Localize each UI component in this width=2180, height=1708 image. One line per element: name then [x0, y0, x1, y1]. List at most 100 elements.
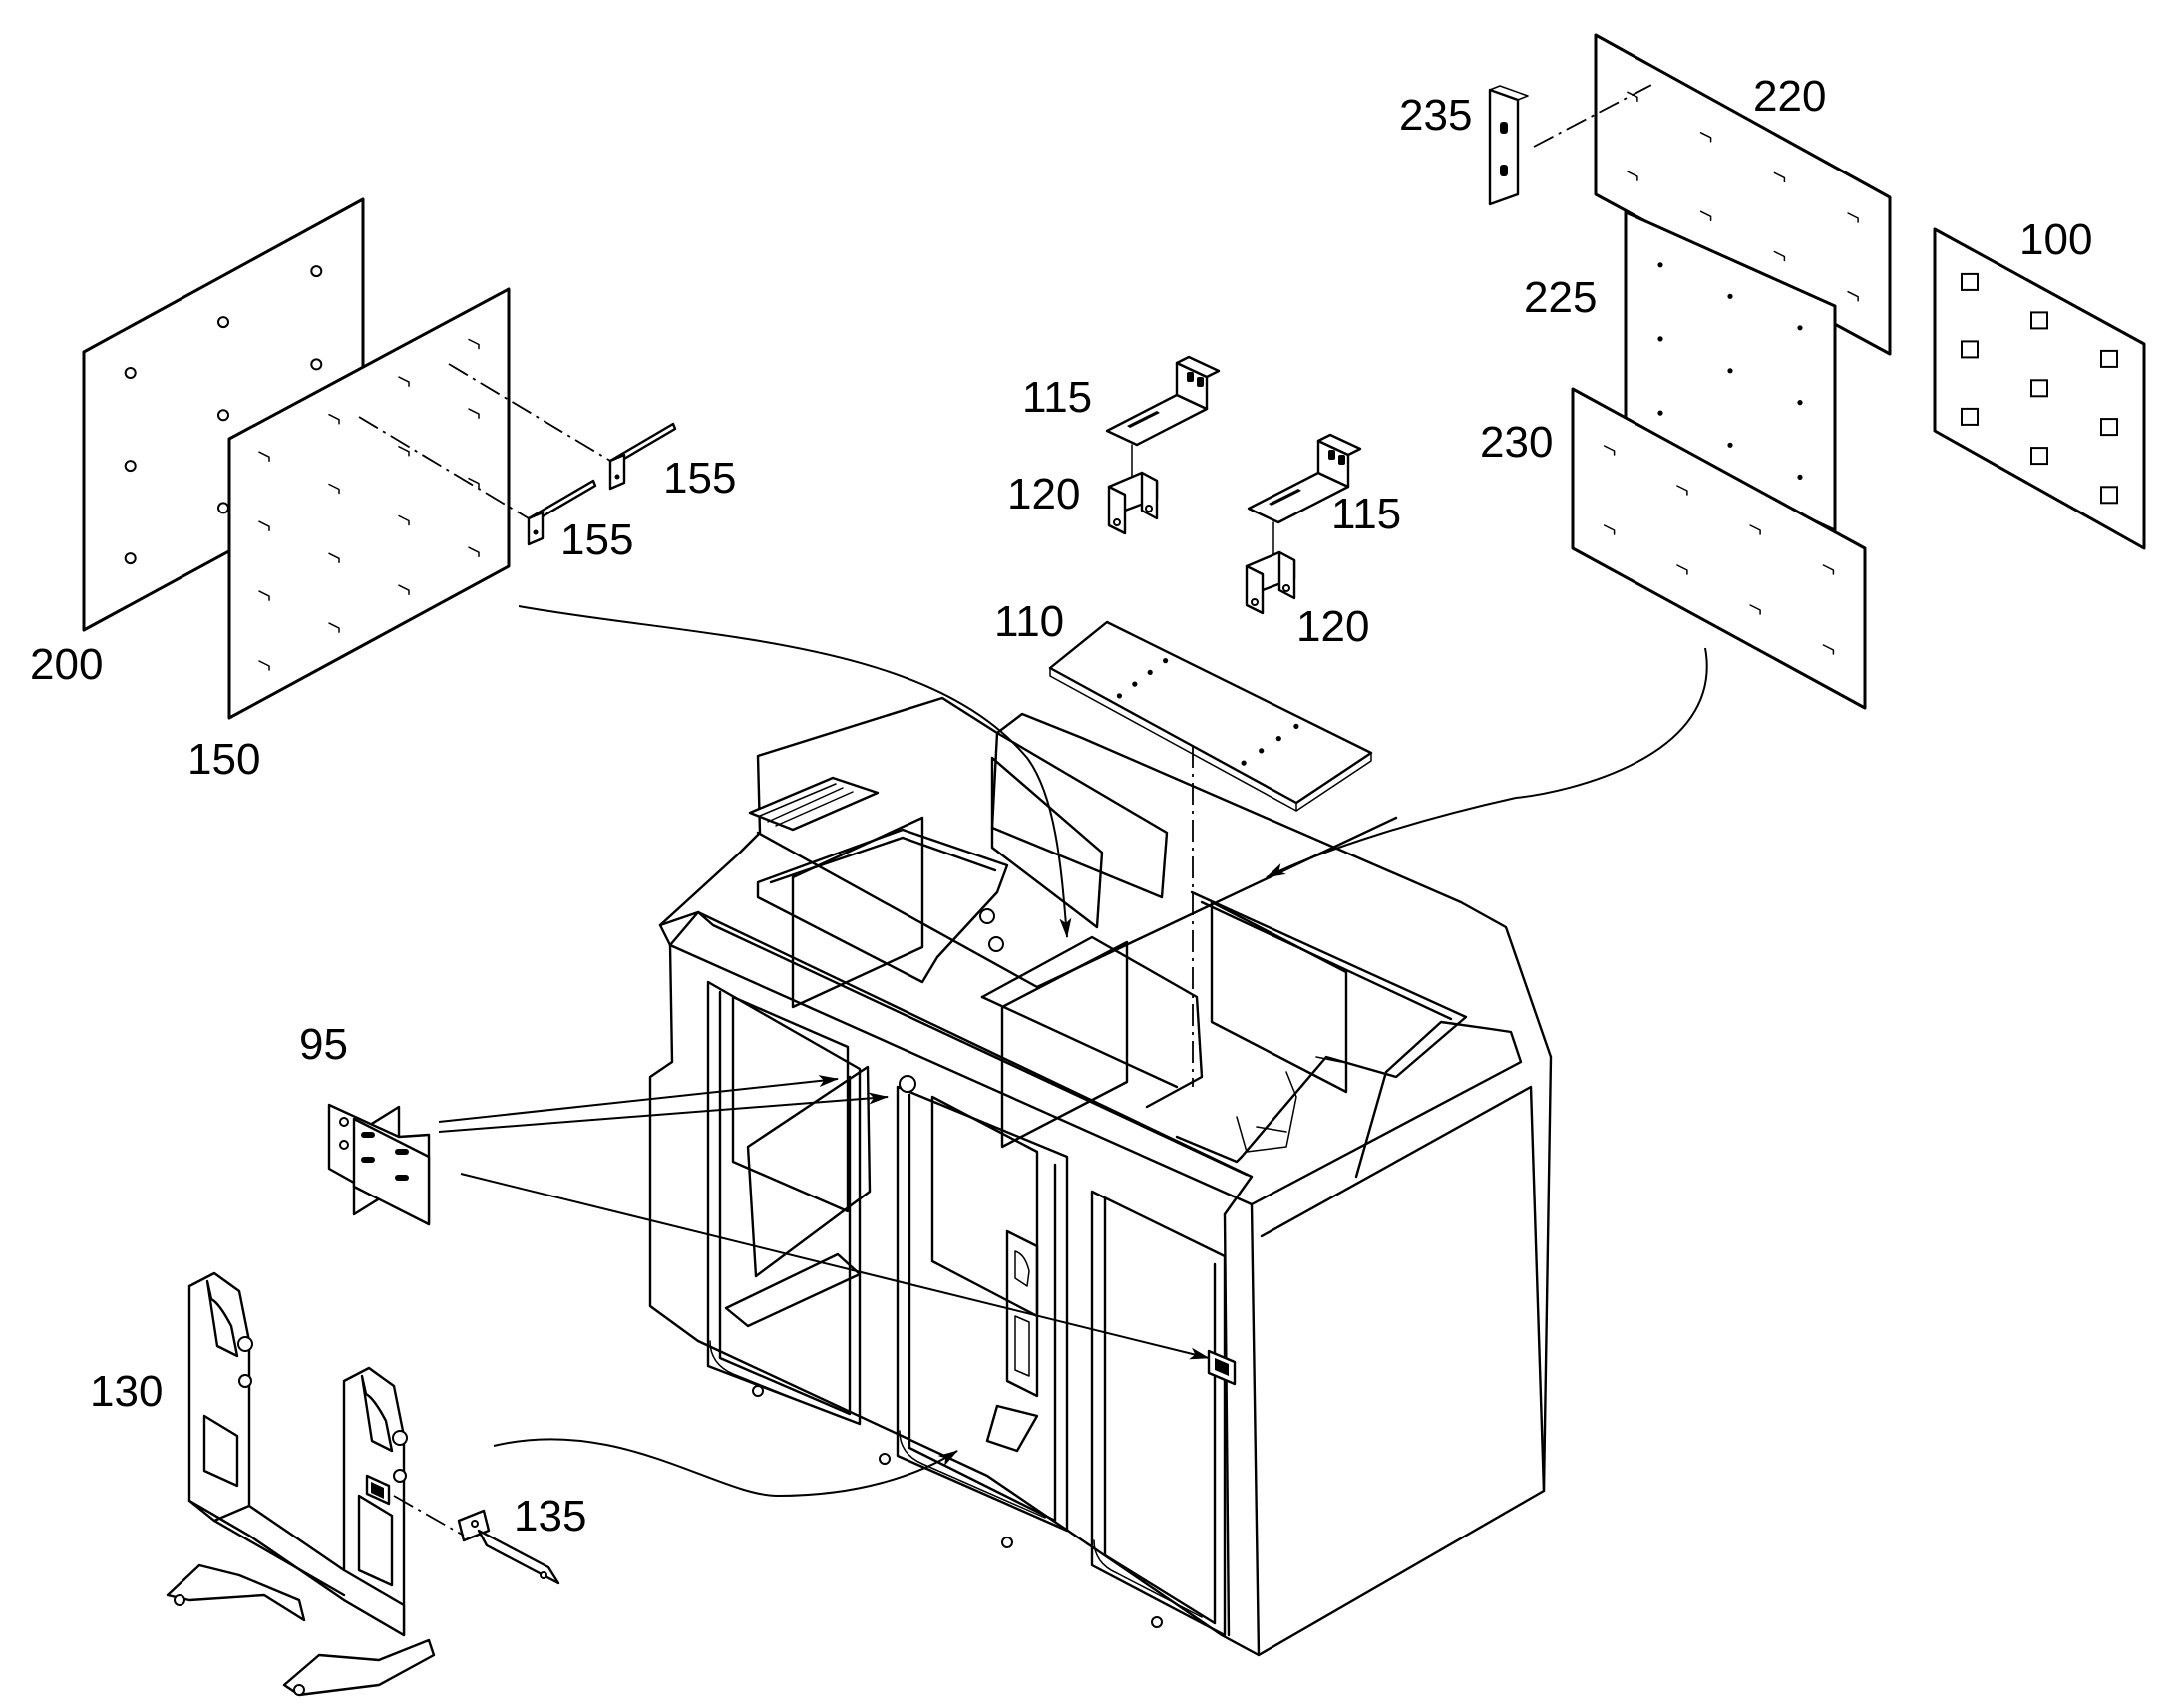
bracket-120-right — [1245, 550, 1296, 615]
assembly-arrows — [438, 605, 1708, 1498]
label-150: 150 — [187, 735, 260, 784]
fastener-mark — [1822, 564, 1835, 575]
fastener-mark — [1847, 290, 1859, 302]
fastener-mark — [468, 408, 480, 419]
label-200: 200 — [30, 640, 103, 689]
label-135: 135 — [514, 1492, 586, 1540]
fastener-mark — [1676, 485, 1688, 496]
fastener-mark — [398, 514, 410, 526]
fastener-mark — [310, 265, 323, 278]
fastener-mark — [1961, 272, 1979, 291]
centerline-235-220 — [1533, 82, 1656, 148]
fastener-mark — [124, 552, 137, 565]
stand-130 — [166, 1271, 436, 1697]
fastener-mark — [217, 502, 229, 514]
fastener-mark — [217, 316, 229, 329]
panel-220 — [1594, 33, 1892, 356]
fastener-mark — [1657, 410, 1663, 416]
centerline-135 — [393, 1495, 465, 1537]
fastener-mark — [1797, 325, 1803, 331]
fastener-mark — [258, 660, 270, 671]
panel-150 — [227, 287, 511, 720]
fastener-mark — [1627, 171, 1638, 181]
fastener-mark — [1676, 564, 1688, 575]
fastener-mark — [1657, 262, 1663, 268]
fastener-mark — [398, 376, 410, 387]
panel-200 — [82, 197, 365, 632]
label-120-left: 120 — [1007, 470, 1080, 518]
fastener-mark — [1847, 212, 1859, 223]
fastener-mark — [1132, 681, 1138, 687]
fastener-mark — [1275, 736, 1281, 742]
cabinet-housing — [648, 696, 1553, 1657]
fastener-mark — [468, 477, 480, 489]
fastener-mark — [124, 367, 137, 379]
fastener-mark — [2100, 349, 2118, 368]
bracket-95 — [327, 1103, 431, 1226]
fastener-mark — [1749, 604, 1761, 615]
fastener-mark — [1657, 336, 1663, 342]
label-95: 95 — [299, 1020, 348, 1069]
label-155-upper: 155 — [663, 454, 736, 503]
fastener-mark — [258, 590, 270, 601]
fastener-mark — [328, 552, 340, 564]
fastener-mark — [1749, 524, 1761, 535]
fastener-mark — [1116, 693, 1122, 699]
label-230: 230 — [1480, 418, 1553, 467]
fastener-mark — [1699, 132, 1712, 143]
label-115-right: 115 — [1331, 490, 1401, 538]
fastener-mark — [328, 483, 340, 495]
fastener-mark — [468, 338, 480, 350]
fastener-mark — [310, 358, 323, 371]
strap-235 — [1488, 85, 1529, 206]
label-110: 110 — [994, 597, 1064, 646]
strap-155-lower — [527, 479, 597, 546]
label-130: 130 — [90, 1367, 163, 1416]
fastener-mark — [1727, 368, 1733, 374]
fastener-mark — [258, 520, 270, 531]
fastener-mark — [1293, 723, 1299, 730]
label-225: 225 — [1524, 273, 1597, 322]
fastener-mark — [1627, 91, 1638, 103]
fastener-mark — [2100, 486, 2118, 505]
fastener-mark — [1727, 442, 1733, 448]
panel-230 — [1571, 387, 1867, 710]
strap-135 — [457, 1509, 560, 1585]
panel-100 — [1933, 227, 2146, 550]
fastener-mark — [1259, 748, 1265, 754]
fastener-mark — [2030, 447, 2048, 466]
fastener-mark — [1699, 210, 1712, 222]
centerline-155-lower — [358, 416, 530, 519]
fastener-mark — [328, 413, 340, 425]
fastener-mark — [2100, 418, 2118, 437]
fastener-mark — [1241, 760, 1247, 766]
fastener-mark — [398, 584, 410, 595]
fastener-mark — [1797, 400, 1803, 406]
fastener-mark — [1797, 474, 1803, 480]
fastener-mark — [1147, 669, 1153, 676]
fastener-mark — [398, 446, 410, 457]
label-120-right: 120 — [1296, 602, 1369, 651]
fastener-mark — [124, 460, 137, 473]
fastener-mark — [1773, 171, 1786, 183]
plate-110 — [1048, 620, 1373, 812]
fastener-mark — [1603, 445, 1616, 456]
bracket-115-right — [1247, 433, 1362, 524]
fastener-mark — [217, 409, 229, 422]
fastener-mark — [1163, 658, 1169, 664]
fastener-mark — [1822, 644, 1835, 655]
fastener-mark — [1961, 340, 1979, 359]
label-100: 100 — [2019, 215, 2092, 264]
label-235: 235 — [1399, 91, 1472, 140]
fastener-mark — [2030, 379, 2048, 398]
label-155-lower: 155 — [560, 515, 633, 564]
fastener-mark — [1961, 407, 1979, 426]
bracket-120-left — [1107, 471, 1159, 535]
fastener-mark — [328, 622, 340, 633]
fastener-mark — [258, 451, 270, 462]
fastener-mark — [2030, 311, 2048, 330]
fastener-mark — [1603, 524, 1616, 535]
label-220: 220 — [1753, 72, 1826, 121]
fastener-mark — [1773, 250, 1786, 262]
